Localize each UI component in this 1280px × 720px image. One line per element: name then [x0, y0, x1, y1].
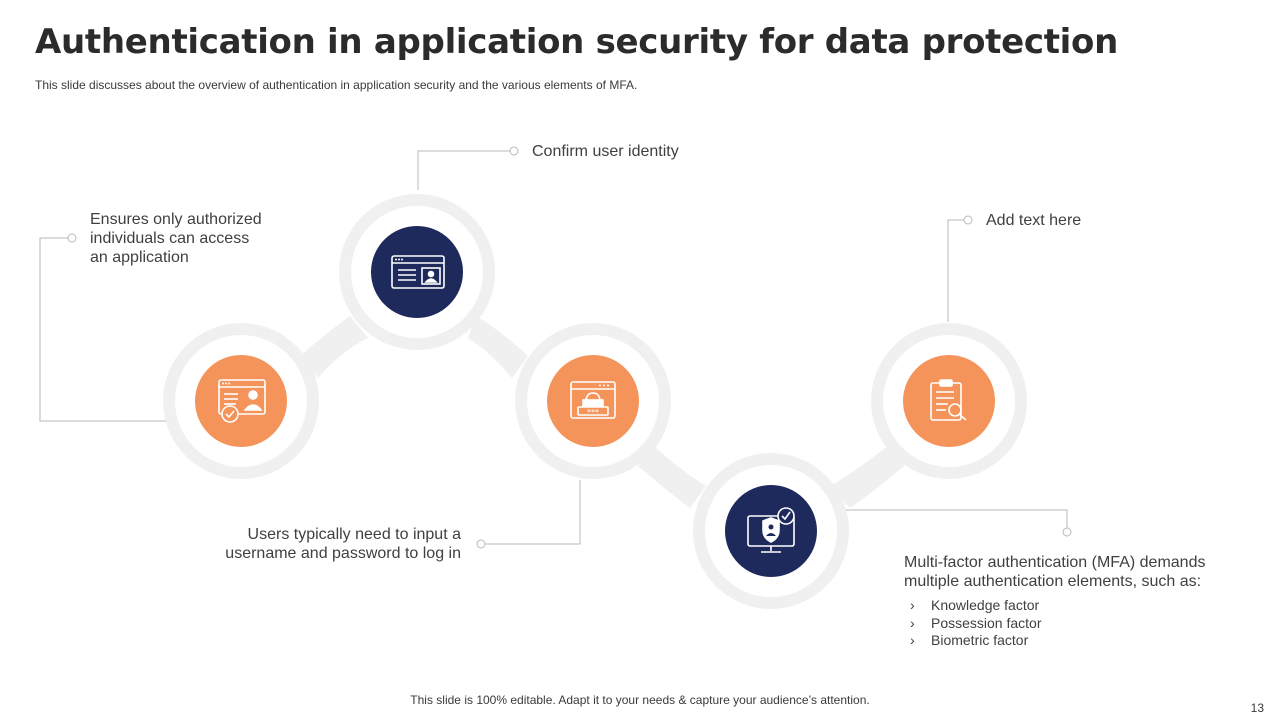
page-number: 13 — [1250, 701, 1264, 715]
mfa-factor-list: ›Knowledge factor ›Possession factor ›Bi… — [910, 597, 1042, 650]
connector-add-text — [947, 219, 964, 322]
list-item: ›Biometric factor — [910, 632, 1029, 648]
node-mfa-monitor — [725, 485, 817, 577]
label-authorized-access: Ensures only authorized individuals can … — [90, 211, 262, 266]
connector-mfa — [846, 509, 1068, 528]
label-add-text: Add text here — [986, 212, 1082, 229]
slide-subtitle: This slide discusses about the overview … — [35, 78, 638, 92]
label-mfa-intro: Multi-factor authentication (MFA) demand… — [904, 554, 1206, 590]
connector-password — [484, 480, 581, 545]
svg-text:***: *** — [587, 408, 599, 417]
node-password: *** — [547, 355, 639, 447]
user-profile-check-icon — [218, 379, 266, 423]
node-browser-id — [371, 226, 463, 318]
chevron-right-icon: › — [910, 614, 915, 631]
label-confirm-identity: Confirm user identity — [532, 143, 679, 160]
connectors — [39, 146, 1072, 549]
list-item: ›Possession factor — [910, 614, 1042, 631]
ring-links — [300, 316, 904, 508]
chevron-right-icon: › — [910, 597, 915, 613]
label-username-password: Users typically need to input a username… — [225, 526, 461, 562]
node-clipboard — [903, 355, 995, 447]
chevron-right-icon: › — [910, 632, 915, 648]
slide-footer: This slide is 100% editable. Adapt it to… — [410, 693, 870, 707]
browser-password-lock-icon — [570, 381, 616, 419]
clipboard-search-icon — [930, 379, 967, 421]
ring-chain — [163, 194, 1027, 609]
node-user-profile — [195, 355, 287, 447]
slide-title: Authentication in application security f… — [35, 22, 1118, 62]
list-item: ›Knowledge factor — [910, 597, 1040, 613]
connector-authorized — [39, 237, 166, 422]
connector-confirm — [417, 150, 510, 190]
browser-id-card-icon — [391, 255, 445, 289]
